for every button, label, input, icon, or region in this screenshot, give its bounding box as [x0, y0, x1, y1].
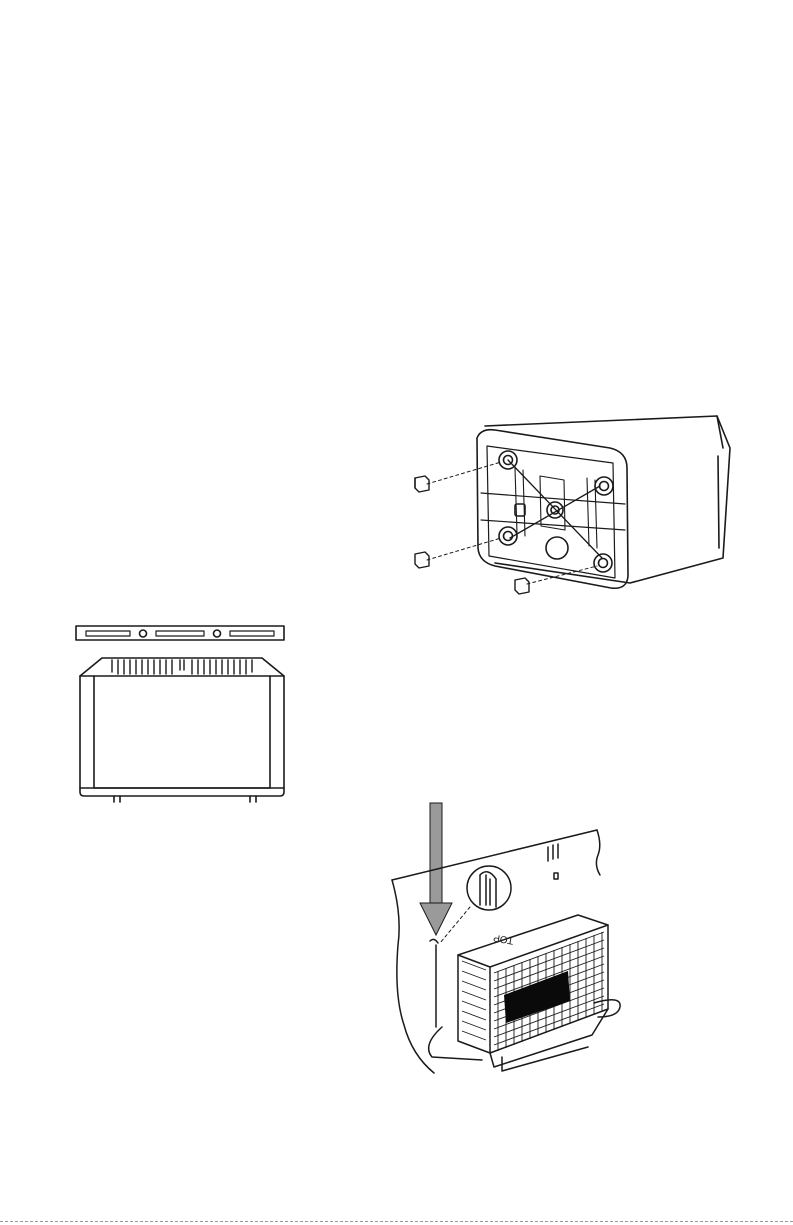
cartridge-top-label: TOP — [492, 931, 514, 945]
chassis-feet-icon — [405, 408, 793, 598]
filter-cartridge-figure: TOP — [382, 795, 612, 1080]
top-panel-figure — [72, 622, 294, 808]
top-cover-icon — [72, 622, 294, 808]
chassis-underside-figure — [405, 408, 793, 598]
page-trim-line — [0, 1221, 793, 1222]
cartridge-insert-icon: TOP — [382, 795, 612, 1080]
